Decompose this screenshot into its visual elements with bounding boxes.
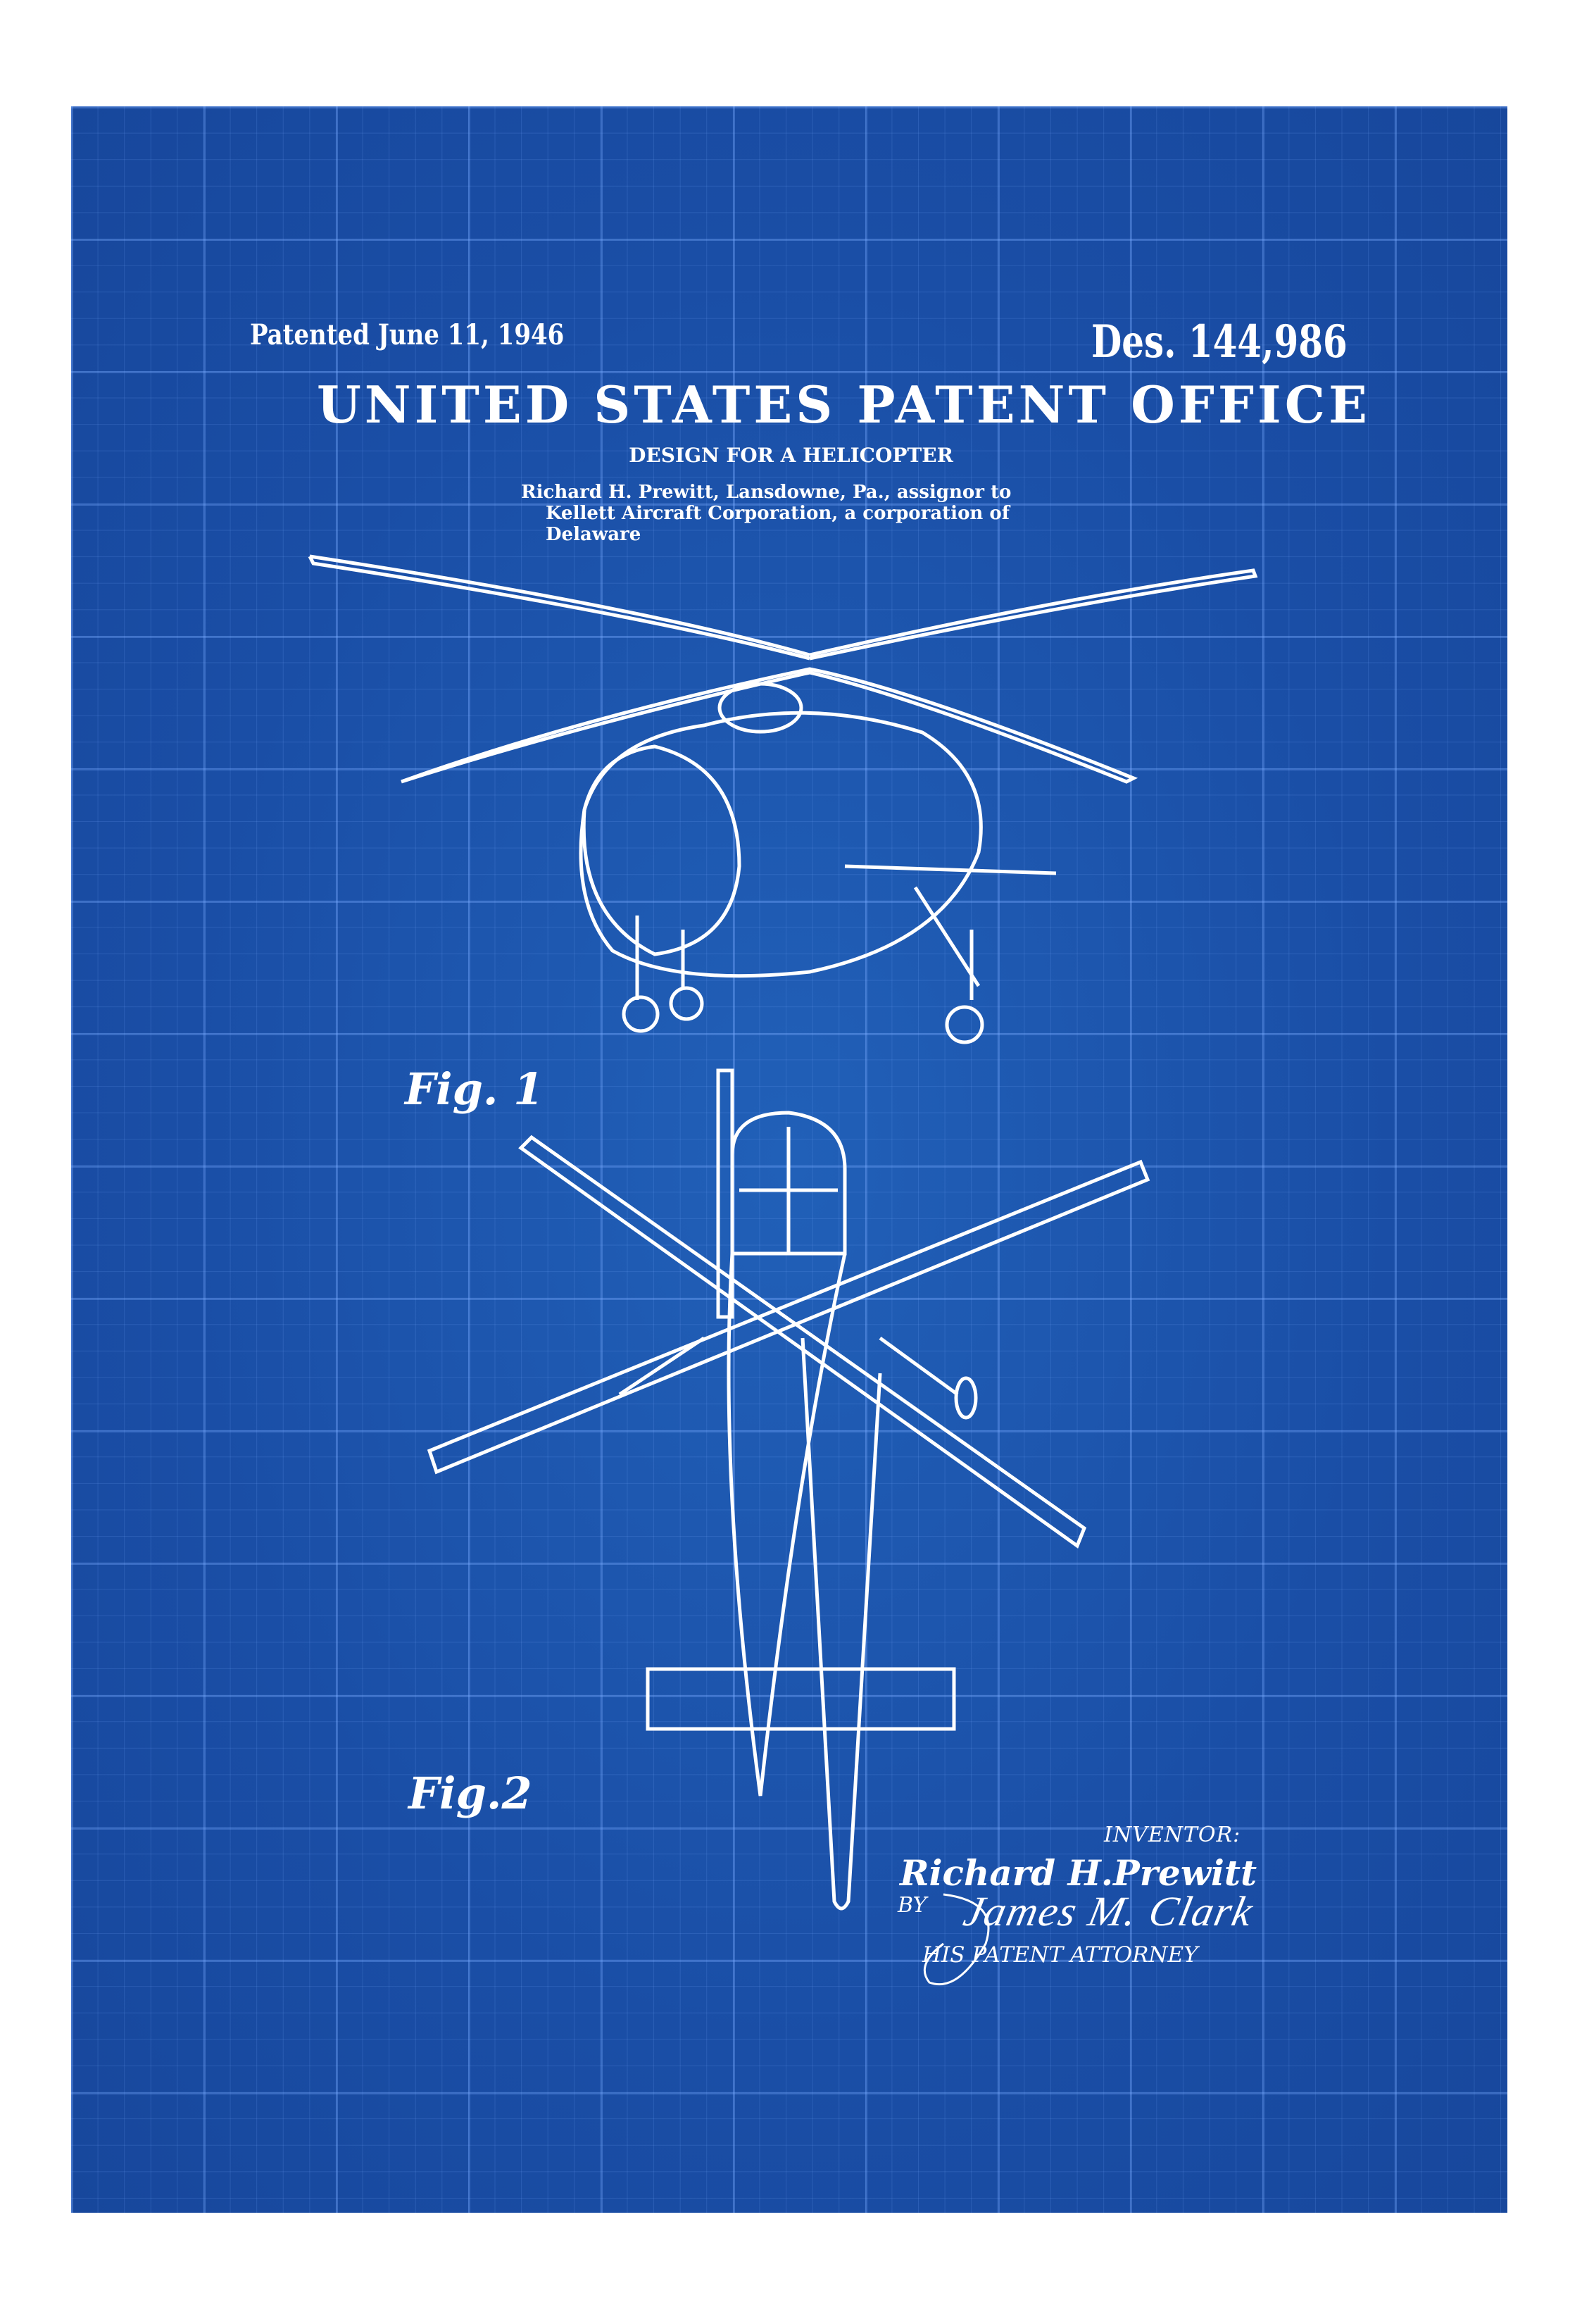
- design-title: DESIGN FOR A HELICOPTER: [629, 444, 953, 467]
- attorney-signature: James M. Clark: [960, 1888, 1258, 1935]
- office-title: UNITED STATES PATENT OFFICE: [317, 375, 1371, 435]
- fig2-label: Fig.2: [408, 1768, 532, 1819]
- assignor-line: Delaware: [546, 524, 641, 545]
- signature-flourish: [923, 1893, 990, 1986]
- inventor-label: INVENTOR:: [1104, 1823, 1241, 1847]
- patent-number: Des. 144,986: [1091, 316, 1348, 368]
- assignor-line: Richard H. Prewitt, Lansdowne, Pa., assi…: [521, 482, 1012, 503]
- fig2-top-view: [427, 1068, 1150, 1911]
- inventor-name: Richard H.Prewitt: [900, 1852, 1257, 1894]
- fig1-front-view: [308, 554, 1258, 1044]
- attorney-label: HIS PATENT ATTORNEY: [922, 1942, 1198, 1968]
- patent-date: Patented June 11, 1946: [250, 318, 565, 351]
- assignor-line: Kellett Aircraft Corporation, a corporat…: [546, 503, 1010, 524]
- by-label: BY: [898, 1893, 927, 1918]
- fig1-label: Fig. 1: [405, 1063, 544, 1115]
- assignor-text: Richard H. Prewitt, Lansdowne, Pa., assi…: [521, 482, 1056, 545]
